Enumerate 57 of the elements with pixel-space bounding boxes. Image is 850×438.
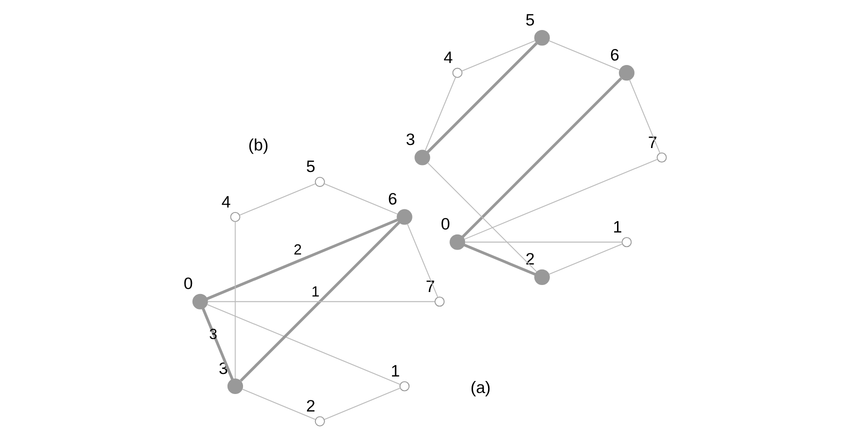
connector: [426, 42, 538, 154]
node-dot: [192, 294, 208, 310]
node-dot: [534, 30, 550, 46]
connector: [461, 40, 536, 72]
connector: [324, 388, 401, 420]
node-dot: [396, 209, 412, 225]
connector: [239, 183, 316, 216]
connector: [424, 77, 456, 152]
node-label: 3: [406, 130, 416, 150]
node-label: 5: [306, 157, 316, 176]
connector: [427, 162, 538, 272]
edge-label: 3: [209, 327, 218, 344]
node-dot: [414, 150, 430, 166]
node-circle: [399, 381, 410, 392]
connector: [464, 158, 658, 240]
connector: [206, 218, 398, 300]
connector: [464, 244, 536, 276]
label: (a): [470, 378, 491, 397]
connector: [464, 242, 623, 243]
label: (b): [248, 136, 268, 155]
node-label: 2: [306, 396, 316, 416]
connector: [548, 40, 620, 70]
node-circle: [434, 296, 445, 307]
node-label: 1: [390, 362, 400, 381]
connector: [207, 301, 436, 302]
node-label: 6: [610, 45, 620, 64]
node-label: 4: [444, 48, 453, 68]
edge-label: 1: [311, 284, 320, 301]
node-label: 4: [221, 192, 231, 212]
node-label: 7: [426, 276, 435, 296]
connector: [234, 221, 236, 379]
connector: [240, 221, 400, 382]
connector: [548, 243, 623, 275]
node-label: 0: [440, 214, 450, 234]
node-dot: [227, 378, 244, 394]
connector: [242, 388, 316, 420]
node-dot: [534, 269, 550, 285]
edge-label: 2: [294, 242, 302, 259]
node-label: 6: [388, 190, 398, 209]
node-label: 5: [526, 10, 535, 30]
node-dot: [618, 65, 634, 81]
connector: [202, 308, 234, 380]
node-circle: [622, 237, 632, 248]
node-label: 2: [526, 250, 535, 269]
node-circle: [452, 68, 462, 78]
node-circle: [314, 416, 325, 426]
node-label: 1: [612, 217, 622, 236]
node-dot: [450, 234, 466, 250]
node-circle: [656, 152, 667, 163]
connector: [406, 223, 438, 298]
node-circle: [230, 212, 240, 222]
connector: [324, 183, 398, 215]
node-label: 0: [184, 274, 193, 294]
connector: [629, 79, 660, 154]
connector: [206, 304, 401, 385]
node-circle: [314, 176, 325, 187]
connector: [462, 77, 622, 238]
